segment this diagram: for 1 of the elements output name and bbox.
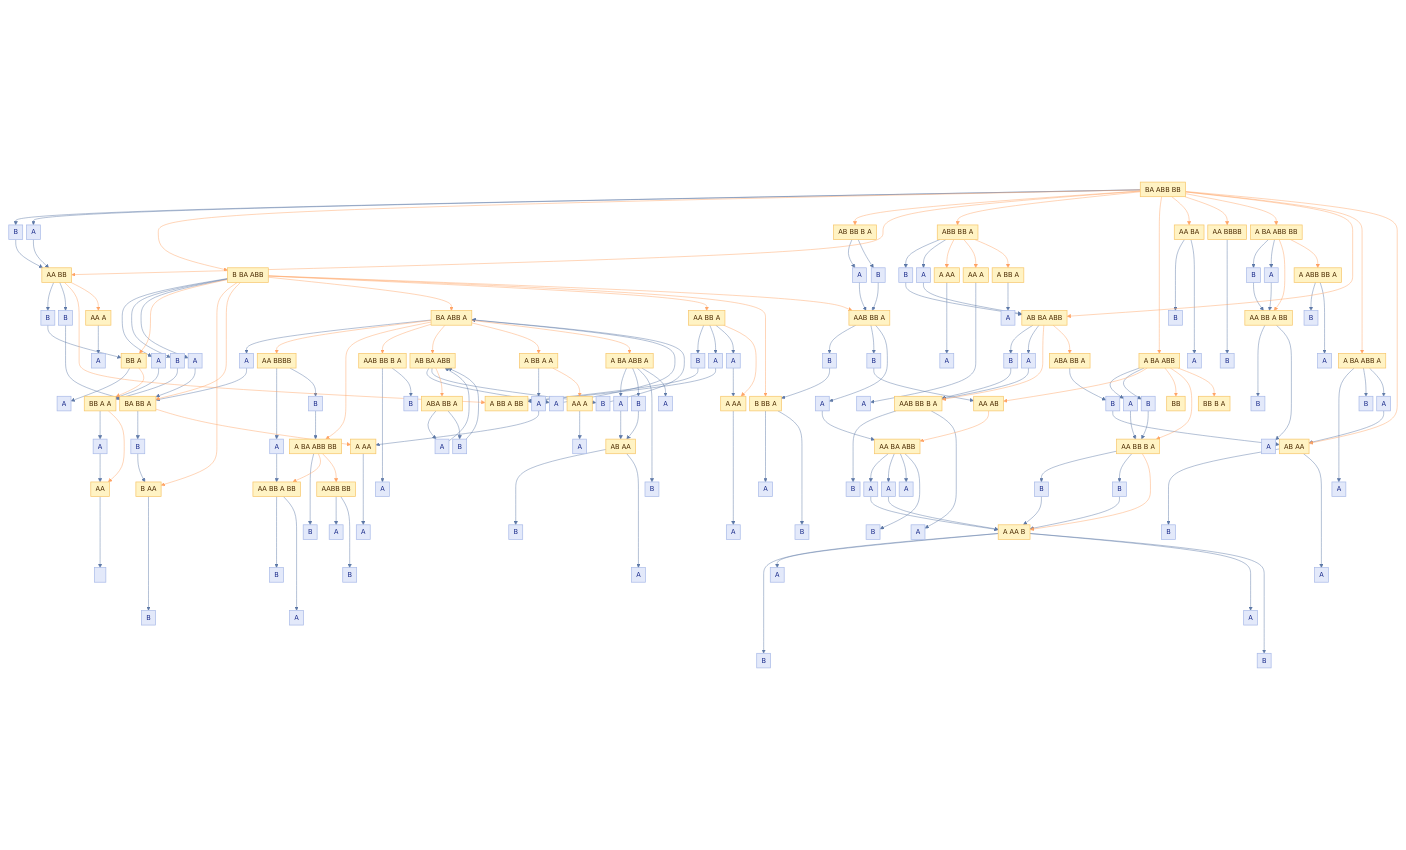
event-box	[94, 567, 107, 583]
